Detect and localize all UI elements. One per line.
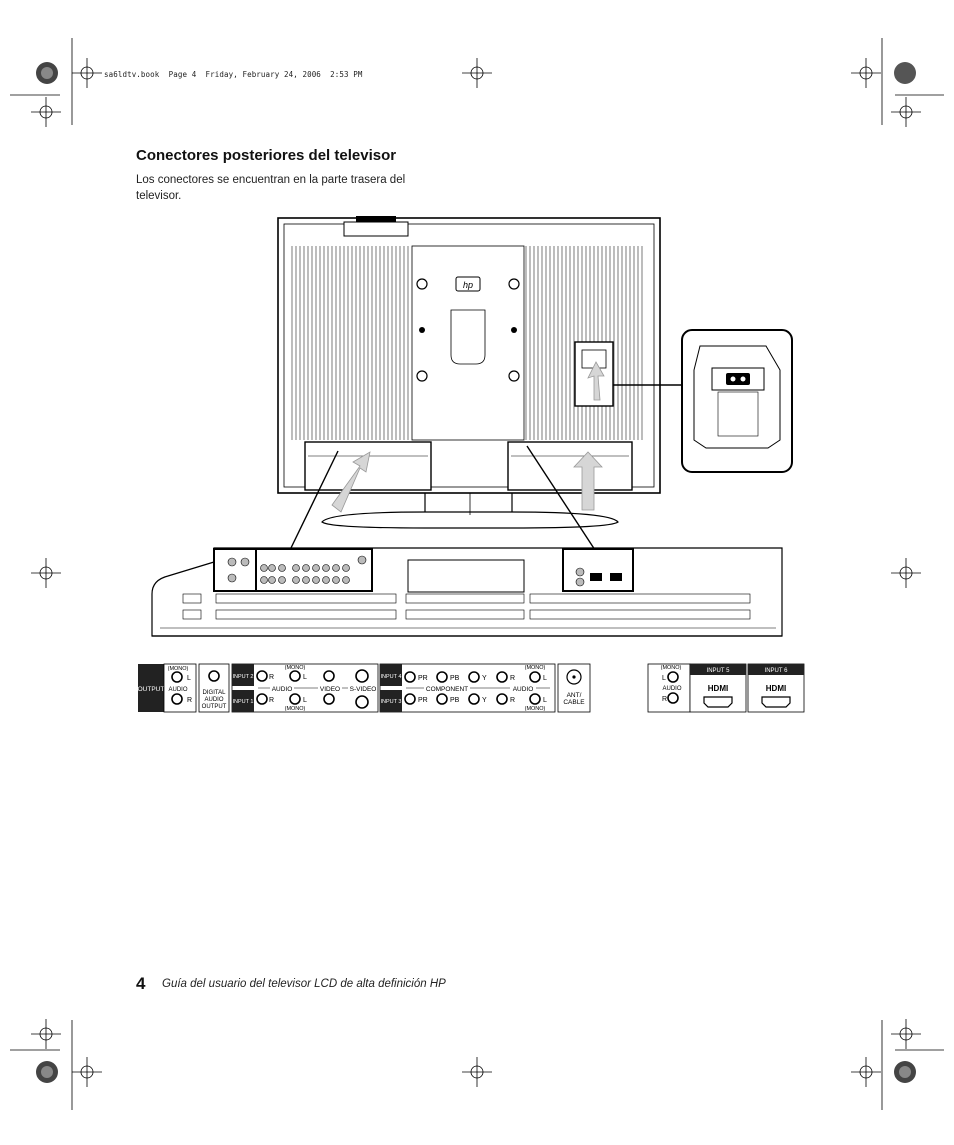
hp-logo-icon	[455, 276, 481, 292]
video-jack-icon	[323, 693, 335, 705]
inputs12-mono-top: (MONO)	[285, 665, 306, 671]
page-number: 4	[136, 974, 146, 993]
component-jack-icon	[404, 693, 416, 705]
inputs12-video: VIDEO	[320, 686, 340, 693]
output-mono: (MONO)	[168, 666, 189, 672]
arrow-icon	[587, 361, 605, 401]
footer-text: Guía del usuario del televisor LCD de al…	[162, 978, 446, 990]
hdmi-r: R	[662, 696, 667, 703]
inputs34-l-top: L	[543, 675, 547, 682]
inputs12-audio: AUDIO	[272, 686, 293, 693]
svg-text:hp: hp	[463, 280, 473, 290]
input6-tag: INPUT 6	[765, 668, 789, 674]
output-tag: OUTPUT	[138, 686, 165, 693]
hdmi-logo-6: HDMI	[766, 684, 786, 693]
output-r: R	[187, 697, 192, 704]
inputs34-r-bottom: R	[510, 697, 515, 704]
inputs12-r-top: R	[269, 674, 274, 681]
hdmi-port-icon	[761, 696, 791, 708]
digital-line-3: OUTPUT	[202, 704, 227, 710]
digital-line-1: DIGITAL	[203, 690, 227, 696]
input3-tag: INPUT 3	[381, 699, 402, 705]
output-l: L	[187, 675, 191, 682]
ant-line-1: ANT/	[567, 692, 582, 699]
vent-grille-left	[291, 246, 409, 440]
inputs12-l-bottom: L	[303, 697, 307, 704]
hdmi-port-icon	[703, 696, 733, 708]
input1-tag: INPUT 1	[233, 699, 254, 705]
inputs34-mono-top: (MONO)	[525, 665, 546, 671]
inputs34-pr-bottom: PR	[418, 697, 428, 704]
audio-jack-icon	[667, 671, 679, 683]
component-jack-icon	[404, 671, 416, 683]
component-jack-icon	[468, 671, 480, 683]
inputs12-svideo: S-VIDEO	[350, 686, 377, 693]
video-jack-icon	[323, 670, 335, 682]
inputs12-r-bottom: R	[269, 697, 274, 704]
power-socket-icon	[726, 373, 750, 385]
hdmi-l: L	[662, 675, 666, 682]
audio-jack-icon	[256, 670, 268, 682]
print-header: sa6ldtv.book Page 4 Friday, February 24,…	[104, 70, 363, 79]
section-title: Conectores posteriores del televisor	[136, 147, 397, 164]
color-target-icon	[36, 62, 916, 1083]
inputs34-y-bottom: Y	[482, 697, 487, 704]
inputs34-component: COMPONENT	[426, 686, 468, 693]
hdmi-logo-5: HDMI	[708, 684, 728, 693]
crosshair-icon	[31, 58, 921, 1087]
audio-jack-icon	[171, 671, 183, 683]
hdmi-audio: AUDIO	[662, 686, 681, 692]
mount-screws	[416, 278, 520, 382]
component-jack-icon	[468, 693, 480, 705]
component-jack-icon	[436, 671, 448, 683]
component-jack-icon	[436, 693, 448, 705]
inputs12-l-top: L	[303, 674, 307, 681]
audio-jack-icon	[529, 671, 541, 683]
audio-jack-icon	[529, 693, 541, 705]
audio-jack-icon	[171, 693, 183, 705]
inputs34-mono-bottom: (MONO)	[525, 706, 546, 712]
input2-tag: INPUT 2	[233, 674, 254, 680]
svideo-jack-icon	[355, 695, 369, 709]
digital-line-2: AUDIO	[204, 697, 223, 703]
digital-audio-jack-icon	[208, 670, 220, 682]
inputs12-mono-bottom: (MONO)	[285, 706, 306, 712]
inputs34-audio: AUDIO	[513, 686, 534, 693]
inputs34-pr-top: PR	[418, 675, 428, 682]
arrow-icon	[331, 451, 371, 513]
inputs34-y-top: Y	[482, 675, 487, 682]
audio-jack-icon	[256, 693, 268, 705]
audio-jack-icon	[289, 670, 301, 682]
hdmi-mono: (MONO)	[661, 665, 682, 671]
inputs34-r-top: R	[510, 675, 515, 682]
section-description: Los conectores se encuentran en la parte…	[136, 174, 406, 202]
input4-tag: INPUT 4	[381, 674, 402, 680]
audio-jack-icon	[667, 692, 679, 704]
arrow-icon	[573, 451, 603, 511]
ant-line-2: CABLE	[563, 699, 585, 706]
inputs34-l-bottom: L	[543, 697, 547, 704]
audio-jack-icon	[496, 693, 508, 705]
bottom-vents	[182, 593, 751, 620]
svideo-jack-icon	[355, 669, 369, 683]
audio-jack-icon	[289, 693, 301, 705]
output-audio: AUDIO	[168, 687, 187, 693]
inputs34-pb-bottom: PB	[450, 697, 460, 704]
input5-tag: INPUT 5	[707, 668, 731, 674]
inputs34-pb-top: PB	[450, 675, 460, 682]
audio-jack-icon	[496, 671, 508, 683]
